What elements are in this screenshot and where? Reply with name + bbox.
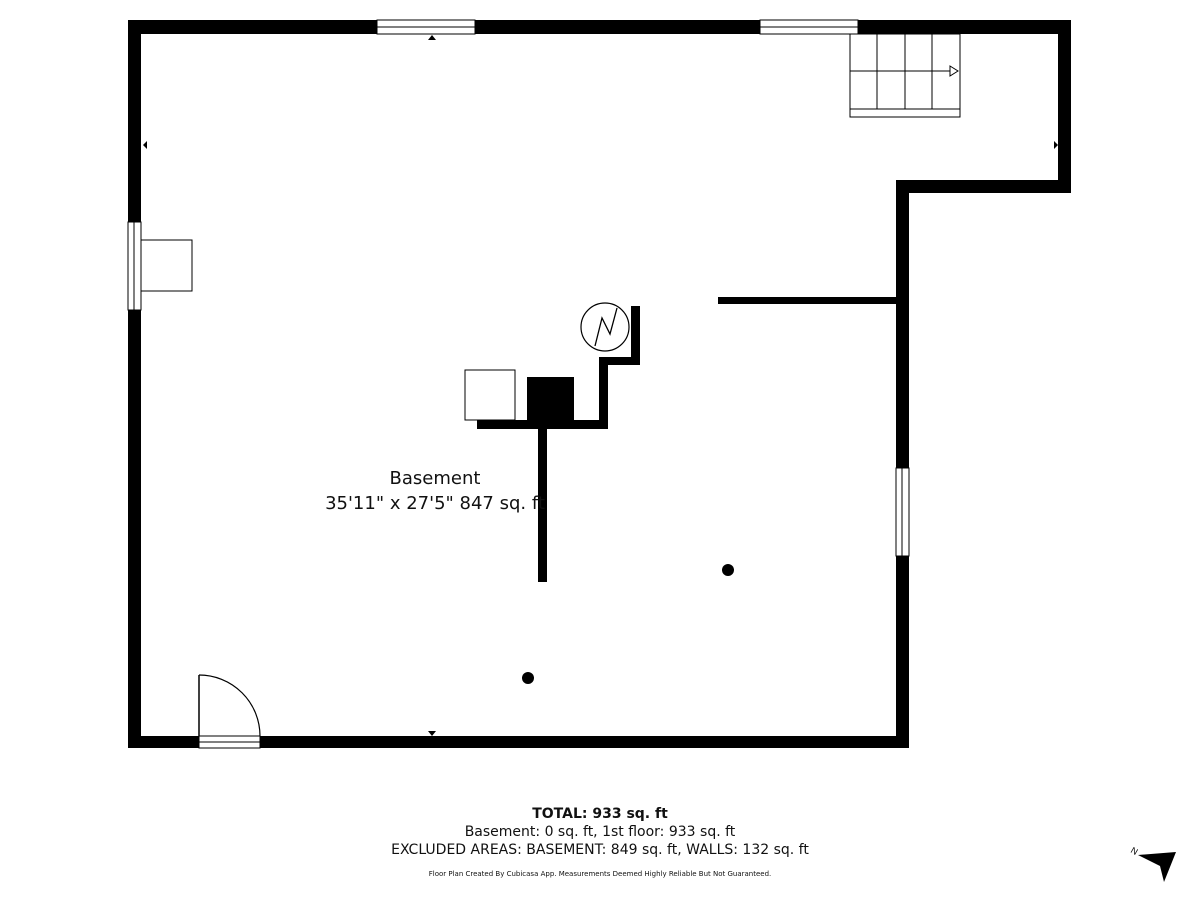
partition-wall-step-horizontal bbox=[599, 357, 640, 365]
furnace-block bbox=[527, 377, 574, 423]
water-heater-icon bbox=[580, 302, 630, 352]
window-left bbox=[127, 221, 142, 311]
stairs bbox=[849, 33, 961, 118]
utility-box bbox=[464, 369, 516, 421]
disclaimer: Floor Plan Created By Cubicasa App. Meas… bbox=[428, 870, 772, 878]
excluded-areas: EXCLUDED AREAS: BASEMENT: 849 sq. ft, WA… bbox=[391, 842, 809, 858]
door-bottom-left bbox=[198, 674, 261, 749]
marker-bottom bbox=[428, 731, 436, 736]
support-post bbox=[522, 672, 534, 684]
room-name: Basement bbox=[390, 468, 481, 489]
partition-wall-center-horizontal bbox=[477, 420, 608, 429]
support-post bbox=[722, 564, 734, 576]
fixture-box-left bbox=[140, 239, 193, 292]
north-arrow-icon: N bbox=[1129, 845, 1176, 882]
partition-wall-step-top bbox=[631, 306, 640, 365]
total-area: TOTAL: 933 sq. ft bbox=[532, 806, 668, 822]
partition-wall-step-vertical bbox=[599, 358, 608, 426]
window-top-right bbox=[759, 19, 859, 35]
marker-left bbox=[143, 141, 147, 149]
partition-wall-center-vertical bbox=[538, 426, 547, 582]
north-label: N bbox=[1129, 845, 1140, 857]
floor-breakdown: Basement: 0 sq. ft, 1st floor: 933 sq. f… bbox=[464, 824, 736, 840]
marker-right bbox=[1054, 141, 1058, 149]
partition-wall-top bbox=[718, 297, 896, 304]
room-dimensions: 35'11" x 27'5" 847 sq. ft bbox=[325, 493, 545, 514]
window-right bbox=[895, 467, 910, 557]
window-top-left bbox=[376, 19, 476, 40]
